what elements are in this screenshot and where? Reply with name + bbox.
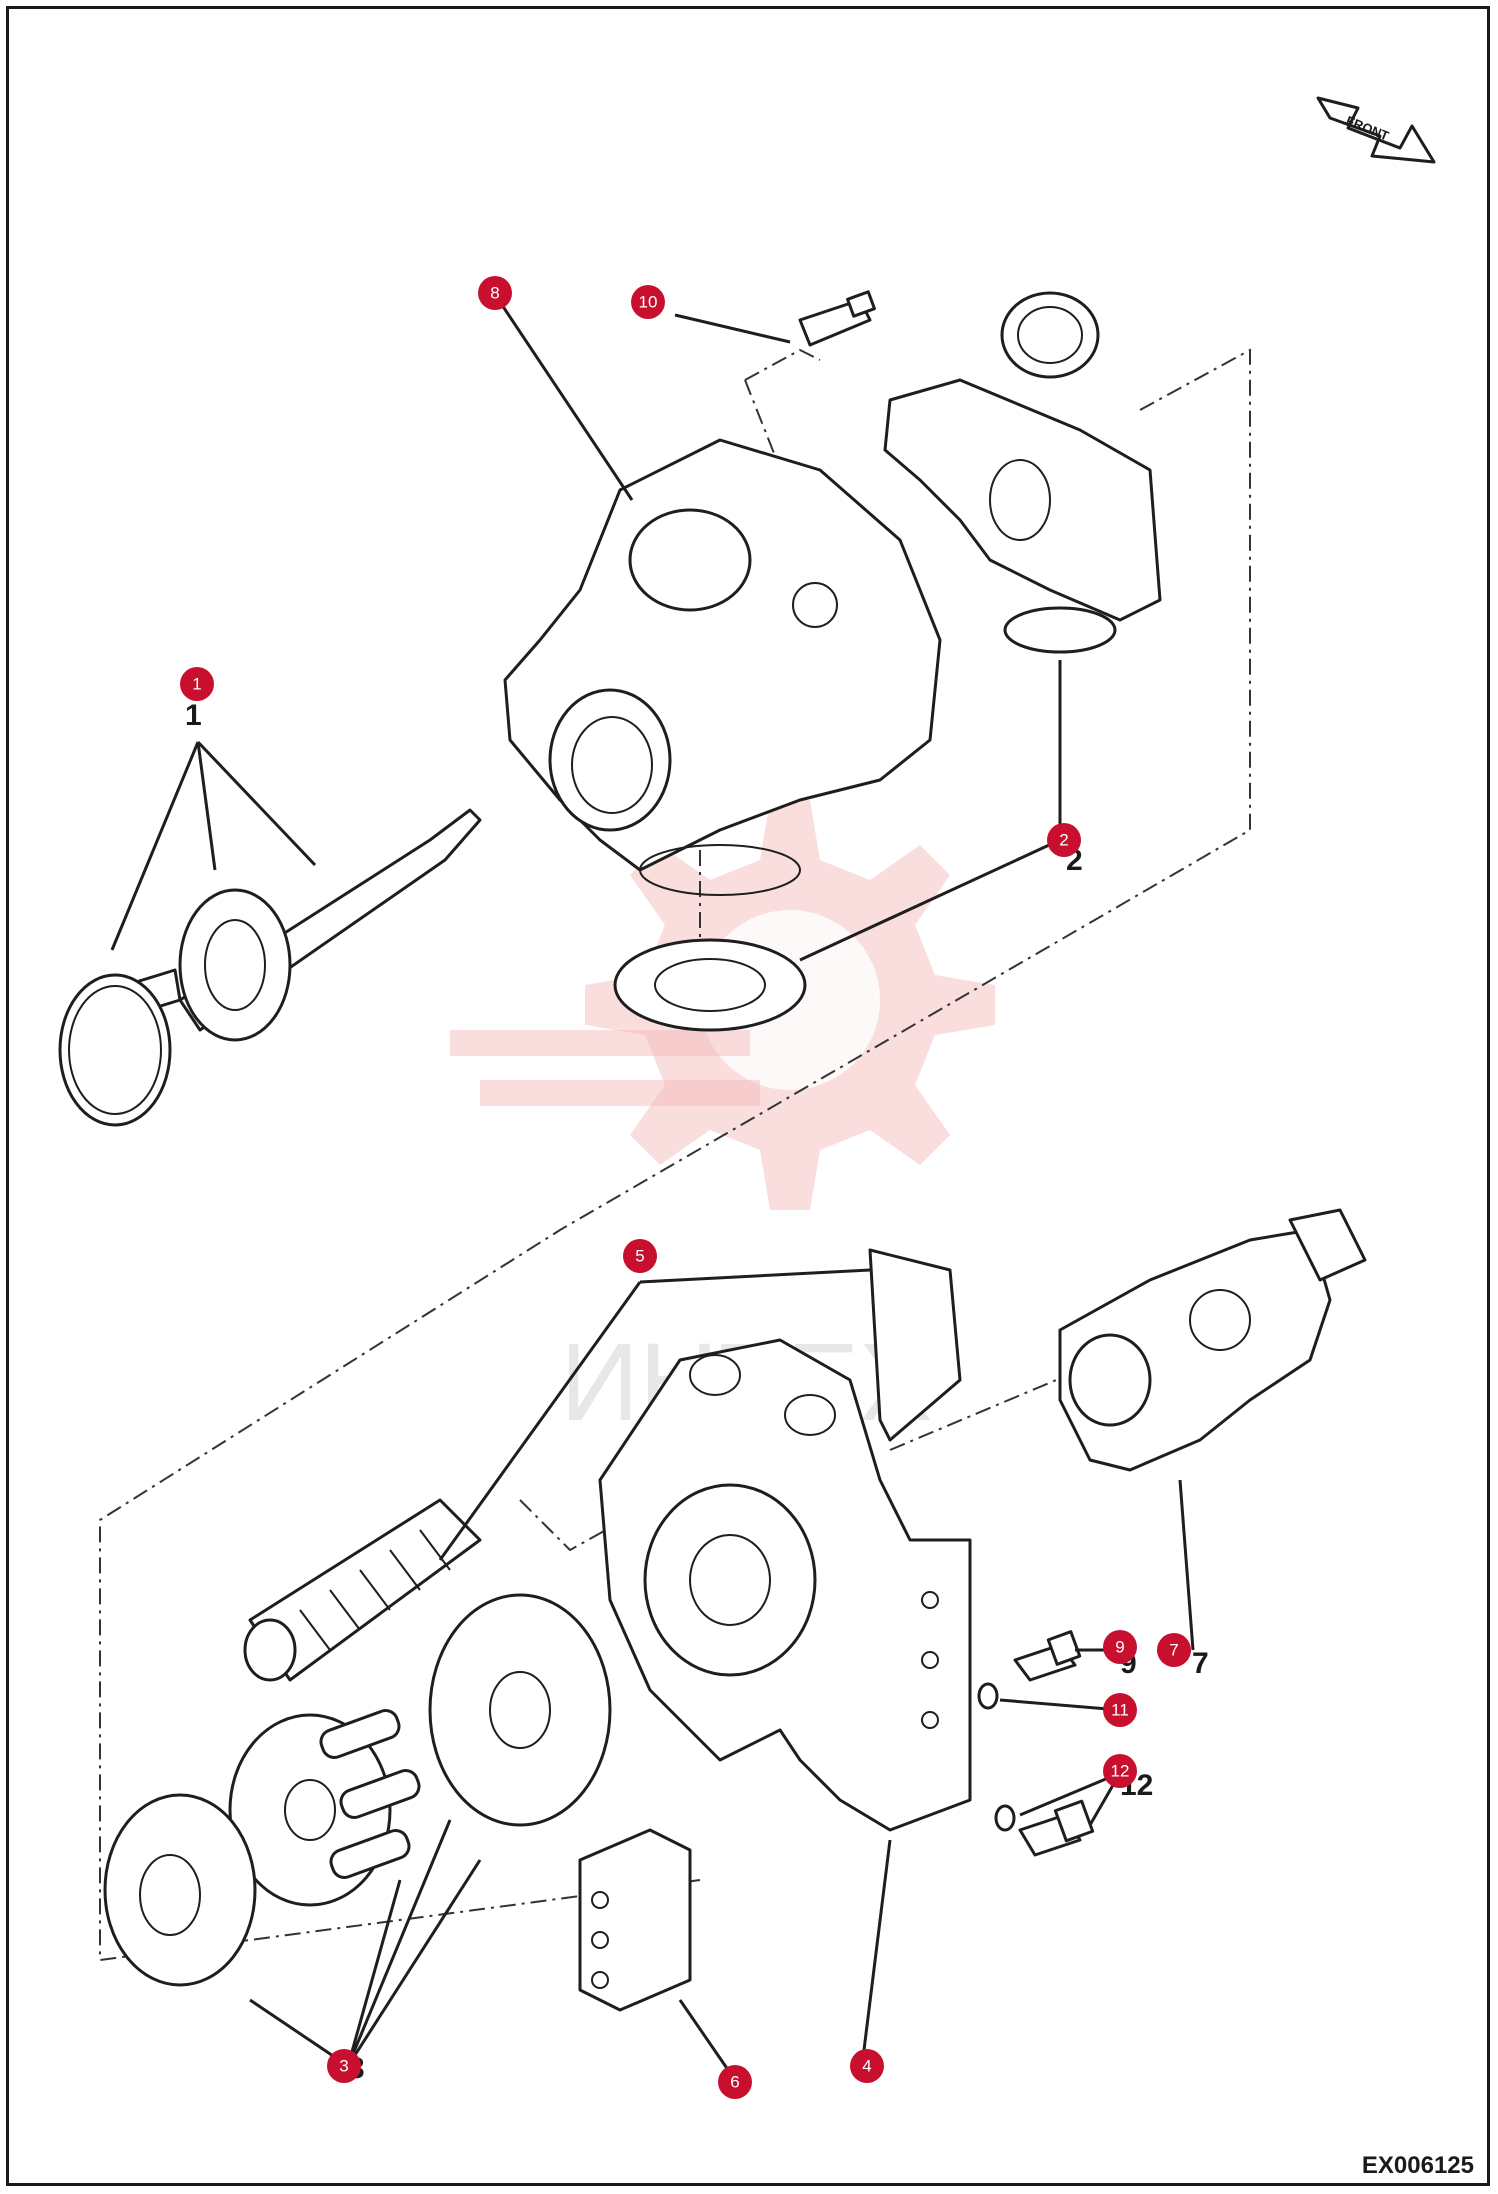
- part-5-spring-assembly: [243, 1248, 962, 1682]
- part-6-valve-block: [578, 1828, 692, 2012]
- callout-badge-2[interactable]: 2: [1047, 823, 1081, 857]
- callout-badge-1[interactable]: 1: [180, 667, 214, 701]
- leader-lines: [110, 301, 1195, 2081]
- part-8-pump-housing: [503, 438, 942, 896]
- callout-3-text: 3: [339, 2057, 348, 2076]
- callout-badge-5[interactable]: 5: [623, 1239, 657, 1273]
- label-1: 1: [185, 699, 202, 732]
- callout-2-text: 2: [1059, 831, 1068, 850]
- part-11-o-ring: [977, 1682, 999, 1710]
- callout-badge-11[interactable]: 11: [1103, 1693, 1137, 1727]
- callout-9-text: 9: [1115, 1638, 1124, 1657]
- callout-badge-10[interactable]: 10: [631, 285, 665, 319]
- part-3-rotating-group: [103, 1593, 612, 1987]
- part-1-drive-shaft: [58, 808, 482, 1127]
- callout-12-text: 12: [1111, 1762, 1130, 1781]
- label-7: 7: [1192, 1647, 1209, 1680]
- callout-6-text: 6: [730, 2073, 739, 2092]
- part-10-fitting: [798, 290, 876, 347]
- part-12-bolt-and-ring: [994, 1799, 1095, 1857]
- part-4-end-cover: [598, 1338, 972, 1832]
- part-9-plug: [1013, 1630, 1082, 1682]
- callout-10-text: 10: [639, 293, 658, 312]
- callout-4-text: 4: [862, 2057, 871, 2076]
- callout-badge-12[interactable]: 12: [1103, 1754, 1137, 1788]
- callout-1-text: 1: [192, 675, 201, 694]
- callout-badge-8[interactable]: 8: [478, 276, 512, 310]
- callout-badge-6[interactable]: 6: [718, 2065, 752, 2099]
- callout-11-text: 11: [1111, 1701, 1129, 1720]
- front-direction-arrow: FRONT: [1316, 96, 1436, 164]
- diagram-code: EX006125: [1361, 2152, 1474, 2179]
- callout-8-text: 8: [490, 284, 499, 303]
- callout-badge-3[interactable]: 3: [327, 2049, 361, 2083]
- drawing-frame: [6, 6, 1490, 2186]
- callout-badge-9[interactable]: 9: [1103, 1630, 1137, 1664]
- part-2-bearing-bracket: [613, 291, 1162, 1032]
- callout-badge-7[interactable]: 7: [1157, 1633, 1191, 1667]
- callout-7-text: 7: [1169, 1641, 1178, 1660]
- callout-5-text: 5: [635, 1247, 644, 1266]
- callout-badge-4[interactable]: 4: [850, 2049, 884, 2083]
- part-7-gear-pump: [1058, 1208, 1367, 1472]
- front-label: FRONT: [1344, 113, 1391, 144]
